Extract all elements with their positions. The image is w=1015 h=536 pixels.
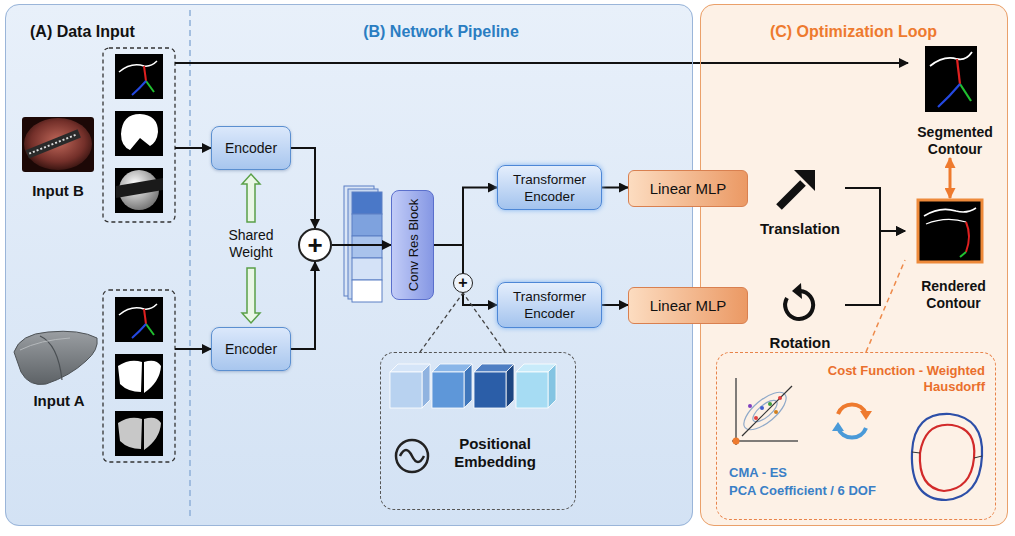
transformer-box: Transformer Encoder [497,282,602,328]
sum-circle: + [453,273,473,293]
node-label: (C) Optimization Loop [701,22,1006,42]
translation-icon [779,170,815,207]
rendered-contour-image [918,200,982,262]
connector [291,148,315,228]
sine-icon [396,440,428,472]
node-text: Encoder [225,140,277,157]
node-label: Rendered Contour [905,278,1002,312]
node-text: Encoder [225,341,277,358]
node-text: Linear MLP [650,297,727,314]
pose-output: Rotation [755,282,845,354]
node-label: Segmented Contour [908,124,1002,158]
mlp-box: Linear MLP [628,170,748,207]
node-text: Linear MLP [650,180,727,197]
node-label: Cost Function - Weighted Hausdorff [809,363,985,395]
node-label: Translation [755,220,845,238]
liver-model [14,331,97,384]
connector [845,188,905,231]
node-label: Rotation [755,334,845,352]
connector [949,158,952,198]
connector [866,260,905,352]
sum-circle: + [298,228,332,262]
connector [175,348,211,350]
note-label: Shared Weight [213,227,289,261]
connector [434,188,497,246]
encoder-box: Encoder [211,126,291,170]
node-label: CMA - ES [729,465,909,481]
panel: (A) Data Input(B) Network PipelineInput … [5,4,693,526]
conv-block: Conv Res Block [391,190,434,300]
node-text: Transformer Encoder [506,171,593,205]
optimizer-icons [732,378,982,500]
connector [175,147,211,149]
embedding-cubes [390,364,556,408]
node-label: (B) Network Pipeline [190,22,692,42]
node-label: (A) Data Input [30,22,200,42]
embedding-box: Positional Embedding [380,352,576,510]
optimizer-box: CMA - ES PCA Coefficient / 6 DOF Cost Func… [716,352,996,520]
node-label: Input B [22,182,94,200]
segmented-contour-image [925,46,977,112]
encoder-box: Encoder [211,327,291,371]
endoscope-photo [22,117,94,172]
connector [602,304,628,306]
input-images [103,48,175,462]
panel: (C) Optimization LoopSegmented ContourTr… [700,4,1008,526]
connector [175,62,908,64]
node-text: + [307,232,322,258]
pose-output: Translation [755,165,845,242]
connector [291,262,315,349]
rotation-icon [785,283,813,319]
output-group: Segmented Contour [908,42,1002,158]
connector [845,231,905,305]
input-group: Input B [14,46,175,224]
connector [602,187,628,189]
connector [434,245,497,305]
mlp-box: Linear MLP [628,287,748,324]
feature-stack [344,186,382,302]
panel-ground [5,4,1008,526]
connector [420,293,505,352]
node-text: Conv Res Block [404,199,421,291]
node-label: Positional Embedding [435,435,555,471]
node-text: + [458,275,467,291]
output-group: Rendered Contour [905,198,1002,318]
connector [332,244,391,246]
input-group: Input A [10,288,175,464]
transformer-box: Transformer Encoder [497,165,602,210]
node-label: PCA Coefficient / 6 DOF [729,483,909,499]
node-label: Input A [14,392,104,410]
node-text: Transformer Encoder [506,288,593,322]
